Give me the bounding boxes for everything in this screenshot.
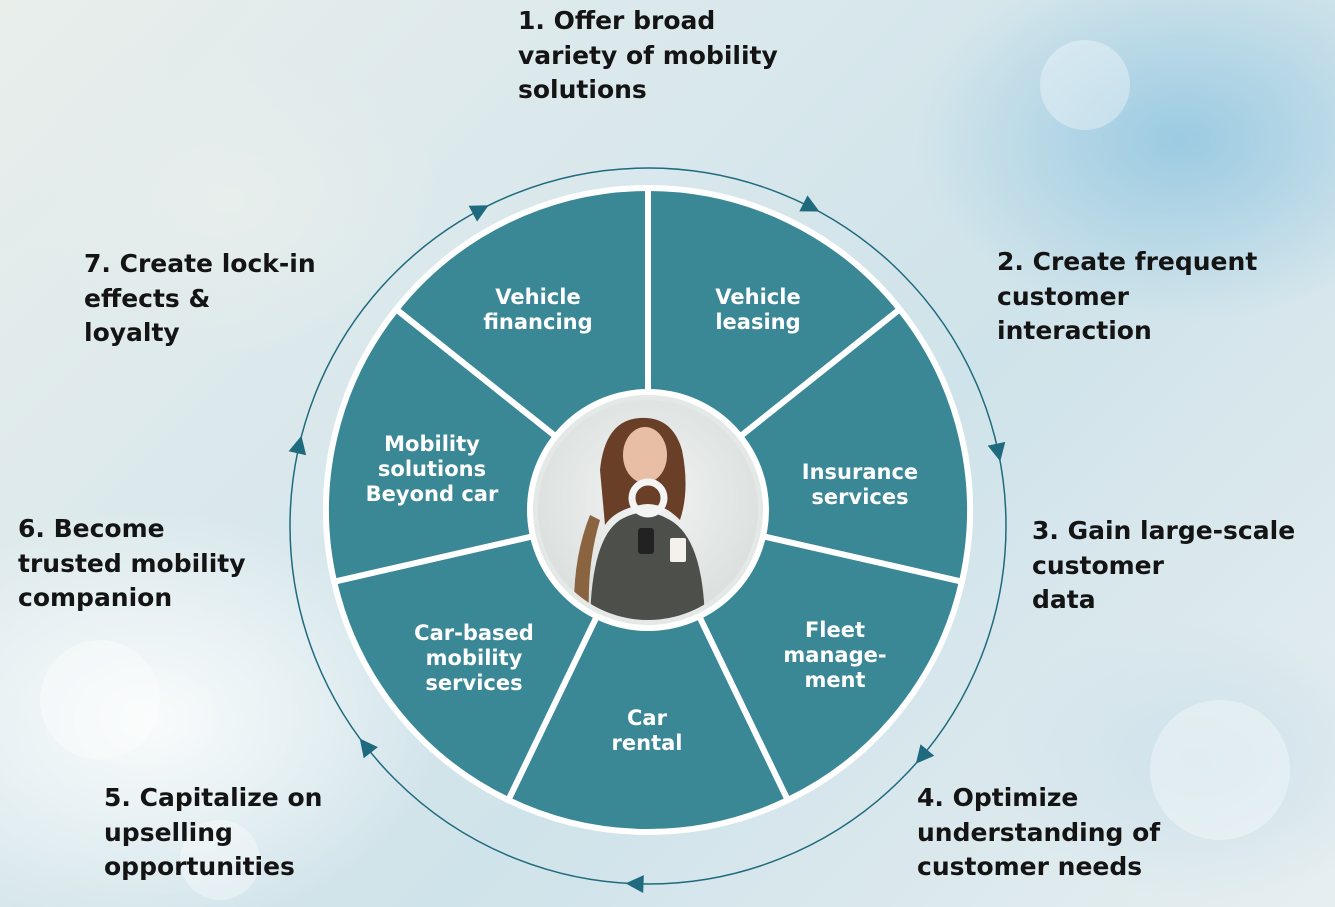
- step-1-label: 1. Offer broad variety of mobility solut…: [518, 6, 778, 104]
- segment-label-mobility-beyond-car: Mobility solutions Beyond car: [365, 432, 499, 507]
- step-2-label: 2. Create frequent customer interaction: [997, 247, 1258, 345]
- step-7-label: 7. Create lock-in effects & loyalty: [84, 249, 316, 347]
- segment-label-car-based-mobility: Car-based mobility services: [414, 621, 534, 696]
- cycle-arrow-2: [799, 195, 820, 212]
- headphones: [628, 478, 668, 518]
- segment-label-vehicle-leasing: Vehicle leasing: [715, 284, 801, 334]
- center-photo: [527, 389, 769, 631]
- cycle-arrow-3: [987, 441, 1006, 462]
- cycle-arrow-1: [468, 205, 489, 222]
- coffee-cup: [670, 538, 686, 562]
- outer-cycle-ring: [289, 167, 1007, 885]
- step-4-label: 4. Optimize understanding of customer ne…: [917, 783, 1161, 881]
- cycle-arrow-6: [359, 738, 378, 759]
- segment-car-rental: [505, 507, 791, 835]
- step-6-label: 6. Become trusted mobility companion: [18, 514, 246, 612]
- cycle-arrow-4: [915, 744, 935, 764]
- cycle-arrow-7: [288, 435, 307, 456]
- segment-label-vehicle-financing: Vehicle financing: [483, 284, 593, 334]
- phone: [638, 528, 654, 554]
- step-5-label: 5. Capitalize on upselling opportunities: [104, 783, 323, 881]
- segment-label-fleet-management: Fleet manage- ment: [783, 618, 887, 693]
- cycle-arrow-5: [625, 875, 644, 894]
- step-3-label: 3. Gain large-scale customer data: [1032, 516, 1296, 614]
- face: [623, 427, 667, 483]
- segment-label-car-rental: Car rental: [611, 705, 683, 755]
- segment-label-insurance-services: Insurance services: [801, 459, 919, 509]
